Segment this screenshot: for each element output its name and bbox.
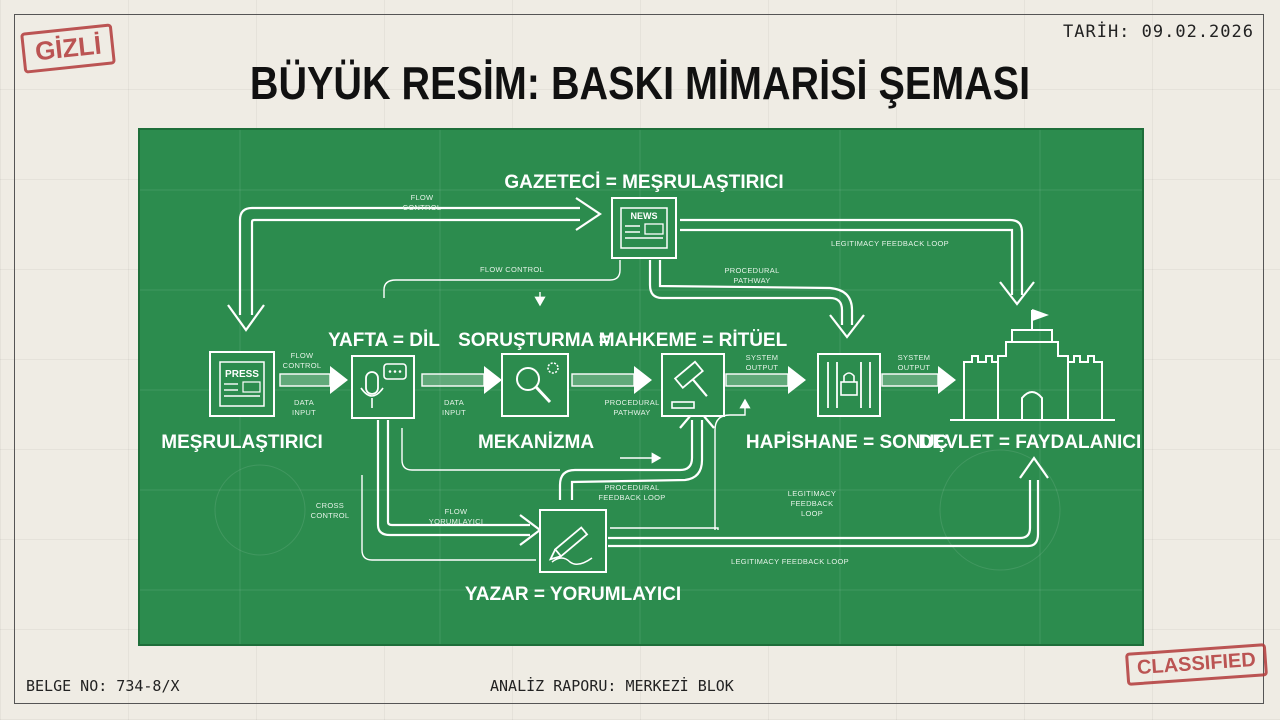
document-number: BELGE NO: 734-8/X <box>26 677 180 695</box>
label-yazar: YAZAR = YORUMLAYICI <box>465 584 681 605</box>
note-flow-yorum-1: FLOW <box>445 507 468 516</box>
note-pathway-2: PATHWAY <box>613 408 650 417</box>
pen-icon <box>539 509 607 573</box>
note-procfb-2: FEEDBACK LOOP <box>598 493 665 502</box>
news-icon: NEWS <box>611 197 677 259</box>
label-sorusturma: SORUŞTURMA = <box>458 330 610 351</box>
label-yafta: YAFTA = DİL <box>328 330 440 351</box>
note-legit-2: FEEDBACK <box>791 499 834 508</box>
report-label: ANALİZ RAPORU: MERKEZİ BLOK <box>490 677 734 695</box>
thin-flow-lines <box>361 260 751 561</box>
press-icon: PRESS <box>209 351 275 417</box>
note-procfb-1: PROCEDURAL <box>604 483 659 492</box>
castle-icon <box>950 309 1115 421</box>
prison-lock-icon <box>817 353 881 417</box>
note-cross-2: CONTROL <box>311 511 350 520</box>
note-system-2: SYSTEM <box>898 353 931 362</box>
note-cross-1: CROSS <box>316 501 344 510</box>
chalkboard-diagram: NEWS PRESS <box>138 128 1144 646</box>
note-input-2: INPUT <box>442 408 466 417</box>
magnifier-gear-icon <box>501 353 569 417</box>
label-mesrulastirici: MEŞRULAŞTIRICI <box>161 432 323 453</box>
note-procedural-2: PROCEDURAL <box>604 398 659 407</box>
main-row-arrows <box>279 366 956 394</box>
note-legit-1: LEGITIMACY <box>788 489 836 498</box>
page-title: BÜYÜK RESİM: BASKI MİMARİSİ ŞEMASI <box>249 57 1031 109</box>
gavel-icon <box>661 353 725 417</box>
document-date: TARİH: 09.02.2026 <box>1063 22 1254 42</box>
label-mekanizma: MEKANİZMA <box>478 432 594 453</box>
note-data-1: DATA <box>294 398 314 407</box>
note-output-1: OUTPUT <box>746 363 779 372</box>
note-control-2: CONTROL <box>283 361 322 370</box>
note-legitimacy-top: LEGITIMACY FEEDBACK LOOP <box>831 239 949 248</box>
note-procedural-1: PROCEDURAL <box>724 266 779 275</box>
note-flow-yorum-2: YORUMLAYICI <box>429 517 483 526</box>
press-icon-text: PRESS <box>225 369 259 380</box>
label-devlet: DEVLET = FAYDALANICI <box>919 432 1142 453</box>
label-mahkeme: MAHKEME = RİTÜEL <box>599 330 788 351</box>
label-gazeteci: GAZETECİ = MEŞRULAŞTIRICI <box>504 172 783 193</box>
note-pathway-1: PATHWAY <box>733 276 770 285</box>
news-icon-text: NEWS <box>631 211 658 221</box>
note-data-2: DATA <box>444 398 464 407</box>
note-flow-2: FLOW <box>291 351 314 360</box>
annotations: FLOW CONTROL LEGITIMACY FEEDBACK LOOP FL… <box>283 193 949 566</box>
microphone-speech-icon <box>351 355 415 419</box>
note-flow-control: FLOW CONTROL <box>480 265 544 274</box>
label-hapishane: HAPİSHANE = SONUÇ <box>746 432 948 453</box>
note-output-2: OUTPUT <box>898 363 931 372</box>
note-legit-3: LOOP <box>801 509 823 518</box>
note-input-1: INPUT <box>292 408 316 417</box>
document-frame <box>14 14 1264 704</box>
connector-pipes <box>238 206 1040 548</box>
note-legitimacy-bottom: LEGITIMACY FEEDBACK LOOP <box>731 557 849 566</box>
note-flow-1: FLOW <box>411 193 434 202</box>
note-system-1: SYSTEM <box>746 353 779 362</box>
note-control-1: CONTROL <box>403 203 442 212</box>
